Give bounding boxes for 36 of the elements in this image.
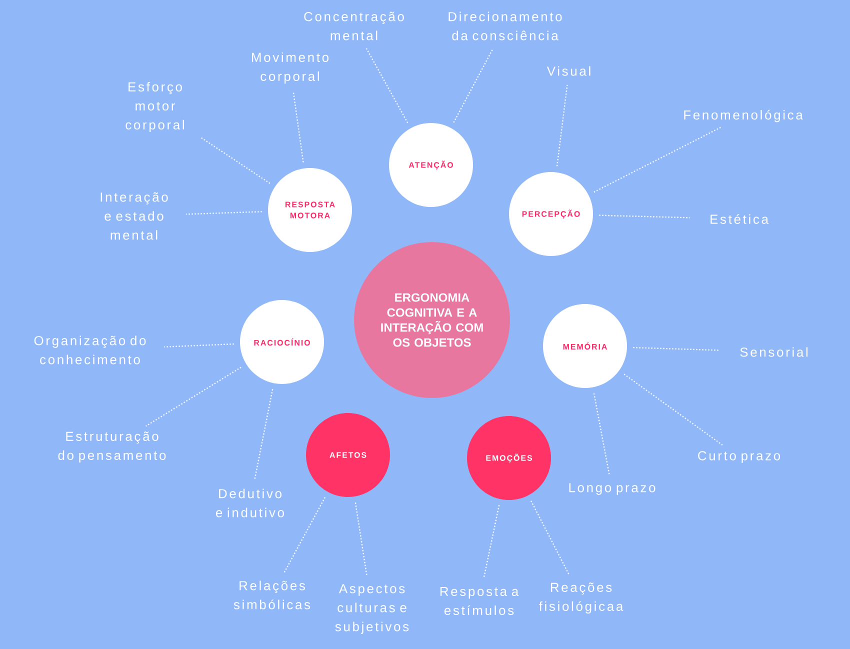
subtopic-label: Organização do conhecimento [34,336,146,364]
dotted-line [530,500,570,574]
dotted-line [146,366,242,427]
dotted-line [284,497,326,573]
subtopic-label: Sensorial [740,347,808,357]
dotted-line [354,502,368,576]
subtopic-label: Movimento corporal [252,52,329,84]
dotted-line [624,374,724,446]
dotted-line [254,389,274,480]
subtopic-label: Dedutivo e indutivo [216,488,284,518]
dotted-line [366,48,408,124]
subtopic-label: Esforço motor corporal [126,82,184,132]
subtopic-label: Reações fisiológicaa [539,582,624,614]
dotted-line [594,126,722,193]
subtopic-label: Aspectos culturas e subjetivos [335,584,409,634]
subtopic-label: Estruturação do pensamento [58,432,166,463]
subtopic-label: Curto prazo [698,451,780,463]
subtopic-label: Resposta a estímulos [440,586,519,616]
subtopic-label: Estética [710,214,768,224]
subtopic-label: Fenomenológica [684,110,803,122]
dotted-line [599,214,690,218]
subtopic-label: Visual [546,66,590,76]
subtopic-label: Interação e estado mental [100,192,168,240]
dotted-line [593,393,610,474]
subtopic-label: Concentração mental [304,12,404,40]
dotted-line [556,84,568,166]
dotted-line [200,137,270,184]
subtopic-label: Direcionamento da consciência [448,12,562,40]
dotted-line [186,211,262,215]
subtopic-label: Longo prazo [569,483,656,495]
subtopic-label: Relações simbólicas [234,580,310,610]
dotted-line [483,505,500,578]
dotted-line [453,48,494,123]
dotted-line [633,346,720,351]
dotted-line [292,92,304,162]
dotted-line [164,343,234,348]
